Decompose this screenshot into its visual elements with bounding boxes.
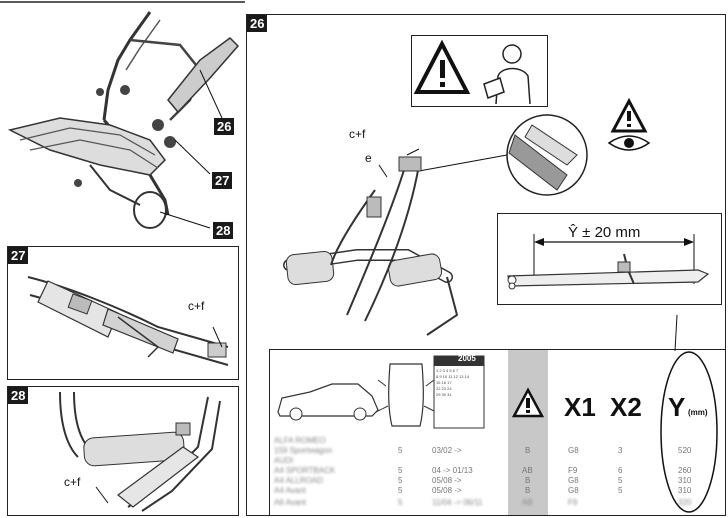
row-brand: AUDI (274, 456, 294, 465)
table-warning-triangle-icon (511, 387, 545, 418)
row-warn: AB (522, 466, 533, 475)
row-model: A4 SPORTBACK (274, 466, 336, 475)
detail-28-number: 28 (8, 387, 29, 404)
row-years: 05/08 -> (432, 476, 462, 485)
row-warn: AB (522, 498, 533, 507)
row-years: 11/04 -> 06/11 (432, 498, 483, 507)
row-doors: 5 (398, 446, 403, 455)
main-installation-drawing (283, 97, 718, 513)
calendar-week: 15 16 17 (436, 380, 452, 385)
overview-label-28: 28 (213, 222, 234, 239)
read-manual-warning-box (411, 35, 548, 107)
calendar-days: 1 2 3 4 5 6 7 8 9 10 11 12 13 14 15 16 1… (436, 368, 482, 398)
overview-figure: 26 27 28 (0, 0, 245, 245)
detail-panel-27: 27 c+f (7, 246, 239, 380)
row-years: 05/08 -> (432, 486, 462, 495)
row-x2: 5 (618, 476, 623, 485)
row-y: 310 (678, 486, 692, 495)
row-years: 04 -> 01/13 (432, 466, 473, 475)
row-x2: 6 (618, 466, 623, 475)
row-doors: 5 (398, 476, 403, 485)
header-x1: X1 (564, 392, 596, 422)
row-x1: G8 (568, 446, 579, 455)
row-doors: 5 (398, 486, 403, 495)
row-x1: F9 (568, 498, 578, 507)
row-doors: 5 (398, 498, 403, 507)
overview-label-27: 27 (212, 172, 233, 189)
bike-carrier-overview-drawing (0, 1, 245, 229)
row-warn: B (525, 476, 531, 485)
car-side-icon (277, 383, 379, 421)
reading-manual-icon (483, 44, 531, 105)
car-top-icon (375, 363, 437, 427)
table-header-icons (277, 355, 545, 429)
row-years: 03/02 -> (432, 446, 462, 455)
warning-triangle-icon (413, 39, 471, 94)
row-warn: B (525, 446, 531, 455)
detail-28-cf-label: c+f (64, 475, 81, 489)
y-measurement-box: Ŷ ± 20 mm (497, 213, 722, 305)
header-y-unit: (mm) (688, 408, 708, 417)
row-x2: 5 (618, 486, 623, 495)
row-warn: B (525, 486, 531, 495)
strap-detail-drawing (27, 276, 229, 366)
calendar-year: 2005 (458, 354, 476, 363)
row-model: A4 ALLROAD (274, 476, 323, 485)
main-cf-label: c+f (349, 127, 366, 141)
calendar-week: 8 9 10 11 12 13 14 (436, 374, 470, 379)
vehicle-compatibility-table: 2005 1 2 3 4 5 6 7 8 9 10 11 12 13 14 15… (269, 349, 725, 515)
calendar-week: 29 30 31 (436, 392, 452, 397)
detail-27-cf-label: c+f (188, 299, 205, 313)
row-y: 310 (678, 476, 692, 485)
row-model: 159 Sportwagon (274, 446, 333, 455)
main-figure-number: 26 (247, 15, 268, 32)
overview-label-26: 26 (214, 118, 235, 135)
calendar-week: 22 23 24 (436, 386, 452, 391)
y-measurement-drawing (507, 234, 710, 290)
lower-clamp-detail-drawing (59, 391, 221, 512)
row-model: A6 Avant (274, 498, 306, 507)
calendar-icon (433, 355, 485, 429)
detail-27-number: 27 (8, 247, 29, 264)
row-x1: G8 (568, 486, 579, 495)
header-x2: X2 (610, 392, 642, 422)
row-y: 520 (678, 446, 692, 455)
detail-panel-28: 28 c+f (7, 386, 239, 516)
main-e-label: e (365, 151, 372, 165)
header-y: Y (668, 392, 686, 422)
row-x2: 3 (618, 446, 623, 455)
eye-warning-icon (607, 97, 651, 151)
row-x1: F9 (568, 466, 578, 475)
row-brand: ALFA ROMEO (274, 436, 326, 445)
row-model: A4 Avant (274, 486, 306, 495)
calendar-week: 1 2 3 4 5 6 7 (436, 368, 459, 373)
main-panel-26: 26 (246, 14, 726, 516)
warning-column-shade (508, 350, 548, 515)
row-x1: G8 (568, 476, 579, 485)
row-y: 260 (678, 466, 692, 475)
row-doors: 5 (398, 466, 403, 475)
y-tolerance-label: Ŷ ± 20 mm (566, 224, 643, 241)
row-y: 320 (678, 498, 692, 507)
